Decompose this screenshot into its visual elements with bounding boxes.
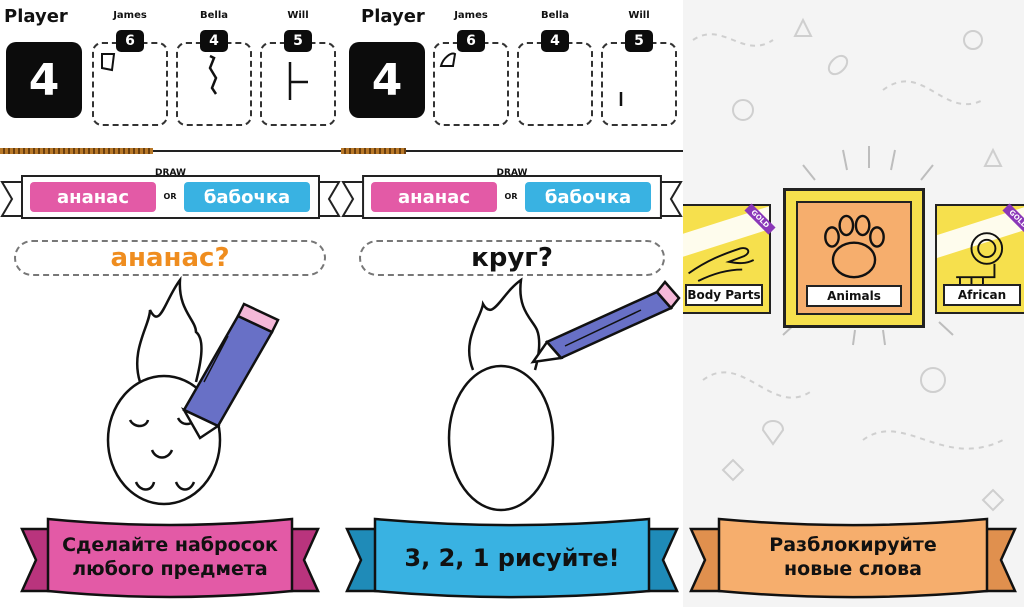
opponent-james: James 6 bbox=[433, 10, 509, 126]
opponent-score: 6 bbox=[457, 30, 485, 52]
hands-icon bbox=[683, 206, 769, 282]
category-label: African bbox=[943, 284, 1021, 306]
banner-ribbon bbox=[689, 517, 1017, 599]
opponent-sketch bbox=[439, 52, 457, 67]
or-label: OR bbox=[163, 192, 177, 201]
opponent-canvas bbox=[260, 42, 336, 126]
word-choice: DRAW ананас OR бабочка bbox=[0, 168, 341, 224]
word-choice: DRAW ананас OR бабочка bbox=[341, 168, 683, 224]
scoreboard: Player 4 James 6 Bella 4 Will 5 bbox=[0, 0, 341, 130]
opponent-bella: Bella 4 bbox=[176, 10, 252, 126]
category-carousel: GOLD Body Parts Animals GOLD African bbox=[683, 188, 1024, 328]
banner-text: 3, 2, 1 рисуйте! bbox=[404, 544, 620, 572]
timer-fill bbox=[0, 148, 154, 154]
guess-bubble: круг? bbox=[359, 240, 665, 276]
word-option-pineapple[interactable]: ананас bbox=[371, 182, 497, 212]
category-label: Body Parts bbox=[685, 284, 763, 306]
banner-text: Сделайте набросок любого предмета bbox=[62, 534, 278, 580]
opponent-bella: Bella 4 bbox=[517, 10, 593, 126]
timer-bar bbox=[341, 146, 683, 156]
opponent-name: James bbox=[113, 10, 147, 21]
guess-bubble: ананас? bbox=[14, 240, 326, 276]
self-player-label: Player bbox=[361, 6, 425, 27]
self-player-label: Player bbox=[4, 6, 68, 27]
opponent-sketch bbox=[208, 54, 218, 95]
word-option-butterfly[interactable]: бабочка bbox=[184, 182, 310, 212]
self-score: 4 bbox=[349, 42, 425, 118]
opponent-will: Will 5 bbox=[601, 10, 677, 126]
opponent-score: 6 bbox=[116, 30, 144, 52]
opponent-canvas bbox=[601, 42, 677, 126]
screen-draw-countdown: Player 4 James 6 Bella 4 Will 5 bbox=[341, 0, 683, 607]
draw-title: DRAW bbox=[155, 168, 186, 178]
word-option-butterfly[interactable]: бабочка bbox=[525, 182, 651, 212]
opponent-james: James 6 bbox=[92, 10, 168, 126]
opponent-name: Bella bbox=[540, 10, 569, 21]
category-card-animals[interactable]: Animals bbox=[783, 188, 925, 328]
timer-bar bbox=[0, 146, 341, 156]
opponent-sketch bbox=[288, 62, 308, 100]
opponent-sketch bbox=[101, 53, 116, 72]
opponent-will: Will 5 bbox=[260, 10, 336, 126]
drawing-canvas[interactable] bbox=[0, 270, 341, 520]
caption-banner: Разблокируйте новые слова bbox=[689, 515, 1017, 601]
pencil-icon bbox=[530, 280, 681, 364]
opponent-score: 5 bbox=[284, 30, 312, 52]
drawing-canvas[interactable] bbox=[341, 270, 683, 520]
word-option-pineapple[interactable]: ананас bbox=[30, 182, 156, 212]
opponent-name: James bbox=[454, 10, 488, 21]
category-card-body-parts[interactable]: GOLD Body Parts bbox=[683, 203, 776, 314]
lion-icon bbox=[937, 207, 1024, 285]
category-card-african[interactable]: GOLD African bbox=[935, 203, 1024, 314]
or-label: OR bbox=[504, 192, 518, 201]
doodle-background bbox=[692, 17, 1005, 512]
timer-fill bbox=[341, 148, 406, 154]
screen-unlock-words: GOLD Body Parts Animals GOLD African bbox=[683, 0, 1024, 607]
opponent-canvas bbox=[517, 42, 593, 126]
banner-text: Разблокируйте новые слова bbox=[769, 534, 937, 580]
pencil-icon bbox=[180, 302, 280, 440]
banner-ribbon bbox=[345, 517, 679, 599]
opponent-canvas bbox=[433, 42, 509, 126]
category-label: Animals bbox=[806, 285, 902, 307]
opponent-name: Will bbox=[628, 10, 650, 21]
paw-icon bbox=[824, 214, 885, 279]
caption-banner: 3, 2, 1 рисуйте! bbox=[345, 515, 679, 601]
scoreboard: Player 4 James 6 Bella 4 Will 5 bbox=[341, 0, 683, 130]
opponent-score: 5 bbox=[625, 30, 653, 52]
banner-ribbon bbox=[20, 517, 320, 599]
opponent-score: 4 bbox=[541, 30, 569, 52]
caption-banner: Сделайте набросок любого предмета bbox=[20, 515, 320, 601]
draw-title: DRAW bbox=[496, 168, 528, 178]
opponent-score: 4 bbox=[200, 30, 228, 52]
opponent-name: Bella bbox=[199, 10, 228, 21]
self-score: 4 bbox=[6, 42, 82, 118]
opponent-sketch bbox=[619, 92, 623, 106]
opponent-name: Will bbox=[287, 10, 309, 21]
screen-draw-pineapple: Player 4 James 6 Bella 4 Will 5 bbox=[0, 0, 341, 607]
